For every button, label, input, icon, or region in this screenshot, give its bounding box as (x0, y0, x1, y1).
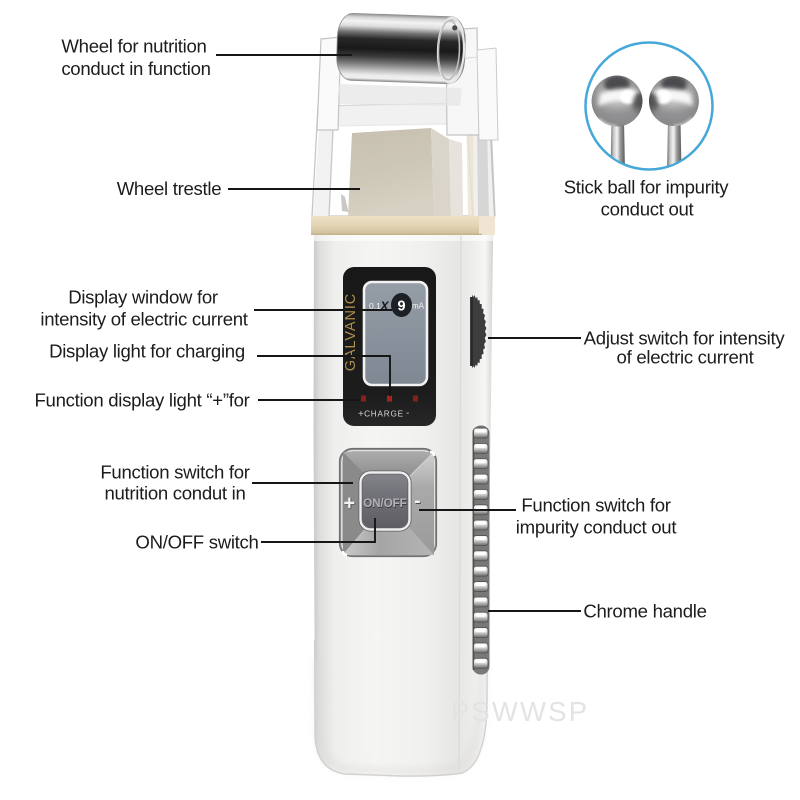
svg-text:conduct in function: conduct in function (61, 58, 210, 79)
svg-text:-: - (414, 491, 420, 512)
svg-text:nutrition condut in: nutrition condut in (104, 483, 245, 504)
svg-text:Function switch for: Function switch for (521, 495, 670, 516)
svg-text:Wheel trestle: Wheel trestle (117, 178, 222, 199)
svg-text:Stick ball for impurity: Stick ball for impurity (564, 177, 730, 198)
svg-text:of electric current: of electric current (617, 347, 755, 368)
svg-text:X: X (380, 299, 390, 313)
svg-text:intensity of electric current: intensity of electric current (40, 309, 248, 330)
svg-text:-: - (406, 408, 409, 419)
svg-text:+: + (344, 493, 356, 515)
svg-text:ON/OFF: ON/OFF (364, 499, 407, 511)
svg-text:PSWWSP: PSWWSP (451, 696, 589, 727)
svg-text:ON/OFF: ON/OFF (363, 498, 406, 510)
svg-text:GALVANIC: GALVANIC (343, 293, 359, 371)
svg-text:Function switch for: Function switch for (100, 462, 249, 483)
svg-text:+: + (344, 492, 356, 514)
svg-text:ON/OFF switch: ON/OFF switch (135, 532, 258, 553)
svg-text:Wheel for nutrition: Wheel for nutrition (61, 36, 206, 57)
svg-text:0.1: 0.1 (369, 301, 381, 311)
svg-text:Chrome handle: Chrome handle (583, 601, 706, 622)
svg-text:+: + (358, 409, 364, 420)
svg-text:Display light for charging: Display light for charging (49, 341, 245, 362)
svg-text:CHARGE: CHARGE (364, 410, 404, 419)
svg-text:mA: mA (412, 302, 425, 311)
svg-text:-: - (415, 492, 421, 513)
svg-text:conduct out: conduct out (601, 199, 695, 220)
svg-text:Function display light “+”for: Function display light “+”for (34, 390, 249, 411)
svg-text:Adjust switch for intensity: Adjust switch for intensity (584, 328, 786, 349)
svg-text:9: 9 (397, 299, 405, 315)
svg-text:impurity conduct out: impurity conduct out (516, 517, 678, 538)
svg-text:Display window for: Display window for (68, 287, 218, 308)
